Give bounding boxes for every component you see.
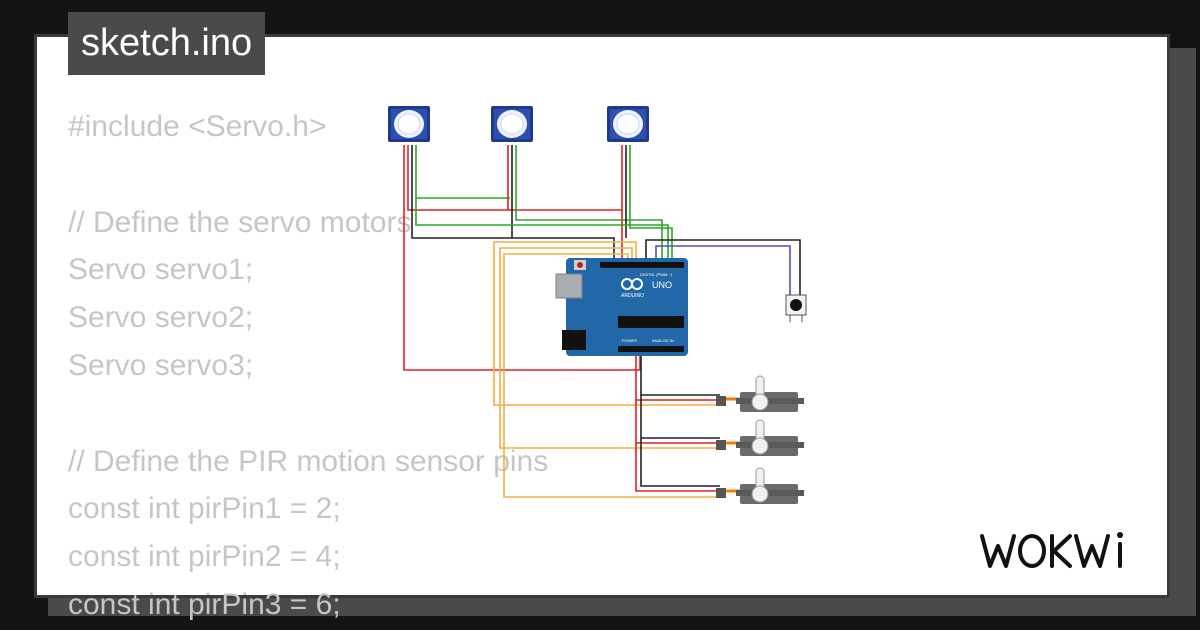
servo-motor[interactable]	[716, 467, 804, 504]
wire-red	[635, 443, 720, 492]
wire-green	[515, 145, 663, 262]
wokwi-logo	[980, 532, 1123, 568]
wire-black	[645, 239, 801, 296]
code-line: Servo servo2;	[68, 301, 254, 335]
wire-black	[411, 145, 615, 262]
wire-orange	[503, 253, 720, 498]
wire-orange	[493, 241, 720, 406]
wire-orange	[499, 247, 720, 449]
wire-black	[640, 395, 720, 439]
code-preview: #include <Servo.h> // Define the servo mo…	[68, 103, 548, 629]
wire-green	[629, 145, 673, 262]
pir-sensor[interactable]	[491, 106, 533, 142]
pir-sensor[interactable]	[388, 106, 430, 142]
wire-green	[415, 198, 669, 262]
pir-sensor[interactable]	[607, 106, 649, 142]
code-line: const int pirPin2 = 4;	[68, 540, 341, 574]
wire-green	[415, 145, 510, 199]
code-line: // Define the servo motors	[68, 205, 412, 239]
board-digital-header-label: DIGITAL (PWM ~)	[640, 272, 673, 277]
wires	[403, 145, 801, 498]
code-line: const int pirPin3 = 6;	[68, 587, 341, 621]
file-tab[interactable]: sketch.ino	[68, 12, 266, 75]
board-maker-label: ARDUINO	[621, 293, 644, 299]
wire-red	[635, 355, 720, 401]
pushbutton[interactable]	[785, 294, 807, 322]
code-line: // Define the PIR motion sensor pins	[68, 444, 549, 478]
wire-black	[640, 355, 720, 396]
servo-motor[interactable]	[716, 419, 804, 456]
wire-purple	[655, 245, 791, 296]
wire-red	[635, 400, 720, 444]
arduino-uno-board[interactable]: UNO ARDUINO DIGITAL (PWM ~) POWER ANALOG…	[555, 258, 688, 356]
board-power-label: POWER	[622, 338, 637, 343]
wire-red	[403, 145, 641, 371]
code-line: Servo servo3;	[68, 348, 254, 382]
servo-motor[interactable]	[716, 375, 804, 412]
wire-black	[640, 438, 720, 487]
code-line: #include <Servo.h>	[68, 110, 327, 143]
code-line: Servo servo1;	[68, 253, 254, 287]
board-analog-label: ANALOG IN	[652, 338, 674, 343]
code-line: const int pirPin1 = 2;	[68, 492, 341, 526]
wire-red	[407, 145, 623, 262]
board-model-label: UNO	[652, 280, 672, 290]
